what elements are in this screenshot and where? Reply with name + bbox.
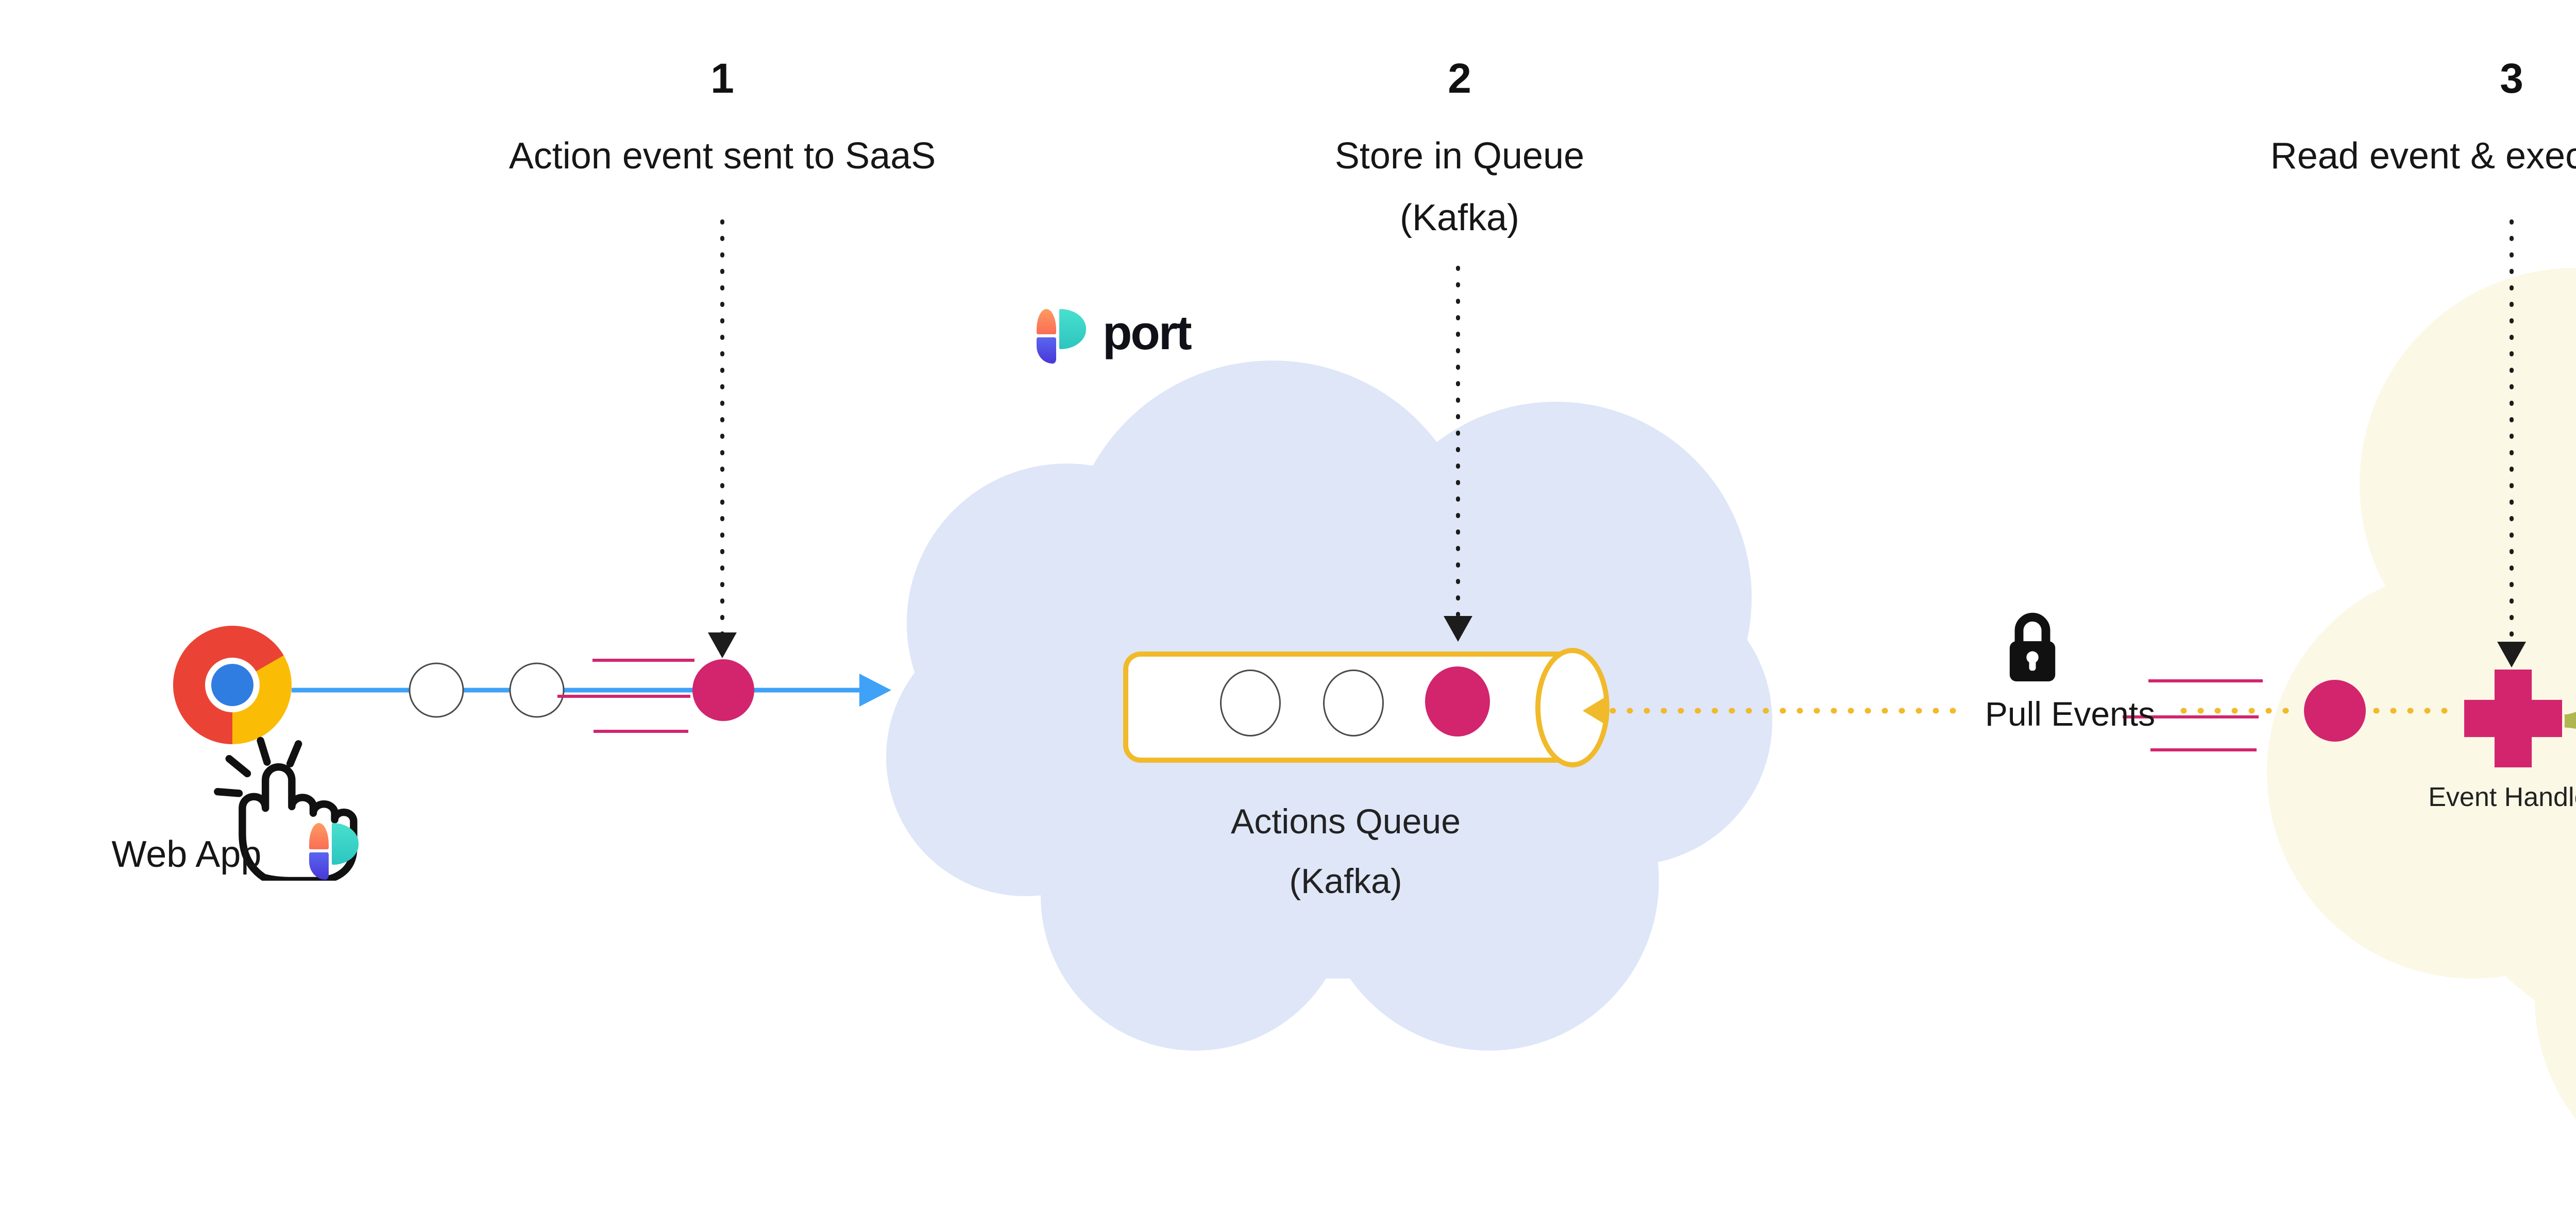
action-event-dot	[692, 659, 754, 721]
queue-empty-token	[1323, 670, 1384, 736]
empty-event-token	[409, 662, 464, 718]
step2-number: 2	[1448, 55, 1471, 102]
step3-number: 3	[2500, 55, 2523, 102]
step1-label: Action event sent to SaaS	[509, 135, 936, 177]
queue-event-token	[1425, 666, 1490, 736]
queue-title: Actions Queue	[1230, 802, 1461, 841]
lock-icon	[2009, 612, 2056, 682]
step1-number: 1	[710, 55, 734, 102]
step2-label: Store in Queue	[1334, 135, 1585, 177]
event-handler-label: Event Handler	[2428, 782, 2576, 812]
actions-queue-cylinder-end	[1535, 648, 1609, 767]
queue-subtitle: (Kafka)	[1289, 862, 1402, 901]
pull-events-label: Pull Events	[1985, 695, 2156, 733]
step3-label: Read event & execute runner	[2270, 135, 2576, 177]
webapp-flow-line	[292, 659, 891, 733]
chrome-icon	[173, 626, 292, 744]
port-wordmark: port	[1103, 305, 1192, 359]
step2-sublabel: (Kafka)	[1399, 197, 1520, 238]
step1-arrow	[708, 219, 737, 658]
webapp-label: Web App	[111, 834, 262, 875]
click-cursor-icon	[214, 736, 358, 881]
empty-event-token	[509, 662, 565, 718]
port-logo-icon	[1037, 309, 1086, 364]
port-logo-icon-small	[309, 823, 359, 880]
queue-empty-token	[1220, 670, 1281, 736]
